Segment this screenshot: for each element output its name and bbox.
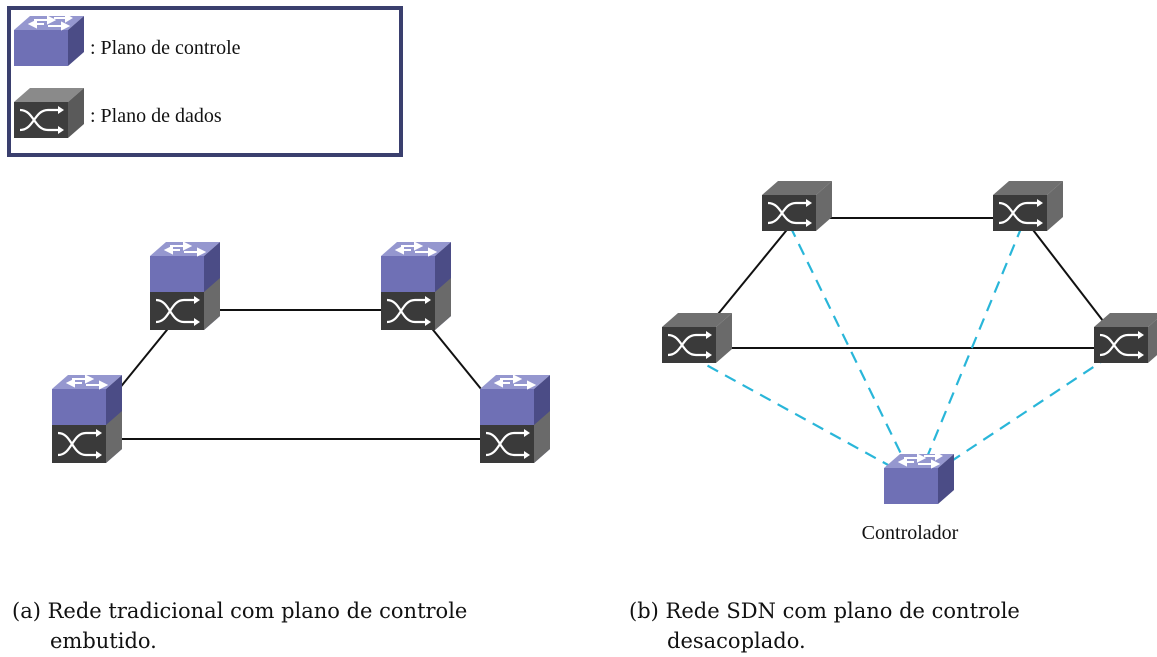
caption-a-text1: Rede tradicional com plano de controle bbox=[47, 599, 468, 623]
legend-label-data: : Plano de dados bbox=[90, 105, 222, 127]
sdn-link-top-left bbox=[789, 225, 906, 463]
sdn-link-top-right bbox=[923, 225, 1024, 463]
legend-label-control: : Plano de controle bbox=[90, 37, 241, 59]
caption-b-text1: Rede SDN com plano de controle bbox=[665, 599, 1020, 623]
legend: : Plano de controle : Plano de dados bbox=[7, 6, 403, 157]
link-b-right bbox=[1029, 225, 1111, 331]
control-plane-icon bbox=[13, 14, 85, 67]
caption-a: (a) Rede tradicional com plano de contro… bbox=[12, 596, 532, 656]
data-plane-icon bbox=[12, 86, 86, 140]
switch-data-top-left bbox=[760, 179, 834, 233]
caption-b-text2: desacoplado. bbox=[667, 629, 806, 653]
sdn-link-left bbox=[689, 355, 891, 467]
caption-b-line1: (b) Rede SDN com plano de controle bbox=[629, 596, 1149, 626]
sdn-link-right bbox=[943, 355, 1111, 467]
link-a-right bbox=[424, 319, 491, 401]
switch-data-right bbox=[1092, 311, 1157, 365]
diagram-traditional bbox=[50, 240, 552, 465]
caption-a-tag: (a) bbox=[12, 599, 41, 623]
diagram-sdn: Controlador bbox=[660, 179, 1157, 544]
caption-a-line1: (a) Rede tradicional com plano de contro… bbox=[12, 596, 532, 626]
caption-b-tag: (b) bbox=[629, 599, 659, 623]
switch-data-left bbox=[660, 311, 734, 365]
caption-b: (b) Rede SDN com plano de controle desac… bbox=[629, 596, 1149, 656]
switch-stack-bottom-right bbox=[478, 373, 552, 465]
switch-stack-top-right bbox=[379, 240, 453, 332]
controller-label: Controlador bbox=[862, 522, 959, 544]
switch-stack-top-left bbox=[148, 240, 222, 332]
link-b-left bbox=[704, 225, 791, 331]
caption-a-text2: embutido. bbox=[50, 629, 157, 653]
controller-icon bbox=[883, 452, 955, 505]
switch-stack-bottom-left bbox=[50, 373, 124, 465]
switch-data-top-right bbox=[991, 179, 1065, 233]
